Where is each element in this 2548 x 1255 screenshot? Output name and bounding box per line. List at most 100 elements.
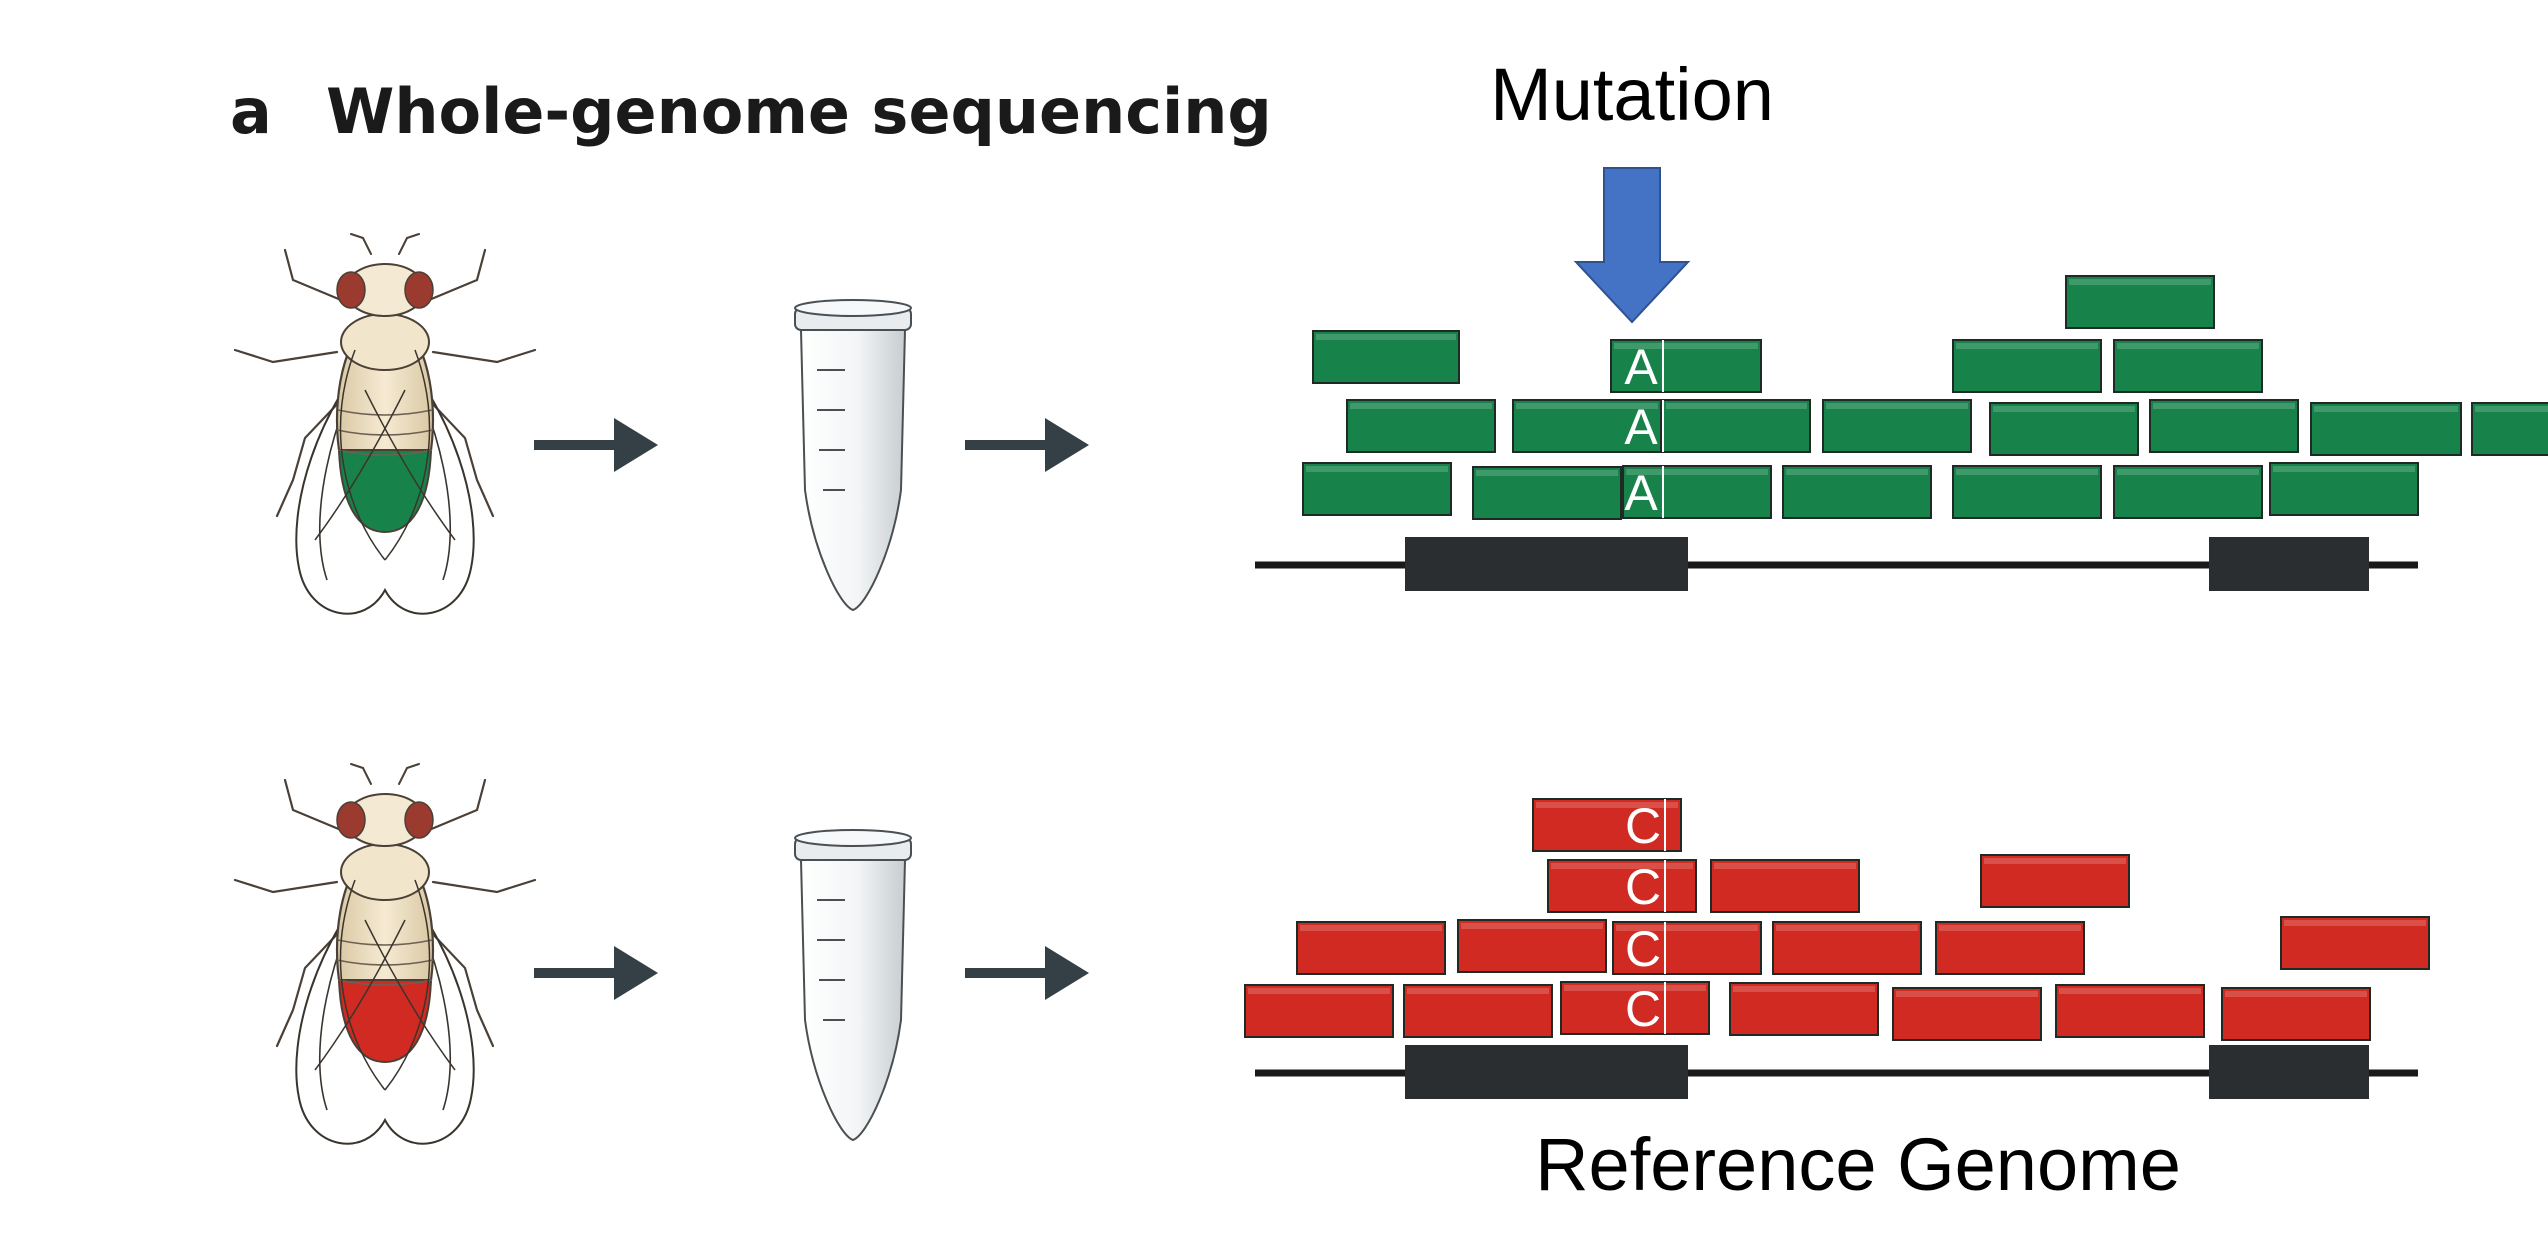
base-call-label: C: [1625, 921, 1661, 977]
sequencing-read: [2113, 339, 2263, 393]
sequencing-read: [1729, 982, 1879, 1036]
exon-block: [2209, 1045, 2369, 1099]
read-highlight: [1626, 469, 1768, 475]
sequencing-read: [2269, 462, 2419, 516]
read-highlight: [1476, 470, 1618, 476]
sequencing-read: [1935, 921, 2085, 975]
sequencing-read: [2471, 402, 2548, 456]
sequencing-read: [1547, 859, 1697, 913]
sequencing-read: [1980, 854, 2130, 908]
sequencing-read: [1989, 402, 2139, 456]
read-highlight: [2314, 406, 2458, 412]
arrow-tube-to-reads-reference-icon: [965, 946, 1089, 1000]
read-highlight: [1993, 406, 2135, 412]
sequencing-read: [2149, 399, 2299, 453]
base-call-label: A: [1624, 465, 1658, 521]
read-highlight: [1733, 986, 1875, 992]
sequencing-read: [2221, 987, 2371, 1041]
read-highlight: [2475, 406, 2548, 412]
read-highlight: [2153, 403, 2295, 409]
base-call-label: A: [1624, 339, 1658, 395]
exon-block: [1405, 537, 1688, 591]
sequencing-read: [2065, 275, 2215, 329]
base-call-label: A: [1624, 399, 1658, 455]
sequencing-read: [1403, 984, 1553, 1038]
read-highlight: [1306, 466, 1448, 472]
panel-title: Whole-genome sequencing: [326, 75, 1272, 148]
sequencing-read: [1952, 465, 2102, 519]
sequencing-read: [1622, 465, 1772, 519]
sequencing-read: [1346, 399, 1496, 453]
read-highlight: [1896, 991, 2038, 997]
sequencing-read: [1512, 399, 1662, 453]
read-highlight: [1939, 925, 2081, 931]
read-highlight: [1316, 334, 1456, 340]
read-highlight: [1616, 925, 1758, 931]
exon-block: [2209, 537, 2369, 591]
tube-reference-icon: [794, 829, 912, 1141]
read-highlight: [1956, 343, 2098, 349]
read-highlight: [1248, 988, 1390, 994]
fly-reference-icon: [233, 763, 537, 1145]
arrow-fly-to-tube-mutant-icon: [534, 418, 658, 472]
sequencing-read: [1457, 919, 1607, 973]
panel-header: a Whole-genome sequencing: [230, 75, 1272, 148]
sequencing-read: [2055, 984, 2205, 1038]
mutation-label: Mutation: [1490, 53, 1774, 136]
arrow-tube-to-reads-mutant-icon: [965, 418, 1089, 472]
read-highlight: [2117, 469, 2259, 475]
mutation-callout: Mutation: [1490, 53, 1774, 324]
read-highlight: [1714, 863, 1856, 869]
sequencing-read: [1244, 984, 1394, 1038]
sequencing-read: [1610, 339, 1762, 393]
sequencing-read: [1312, 330, 1460, 384]
sequencing-read: [1560, 981, 1710, 1035]
sequencing-read: [1612, 921, 1762, 975]
read-alignment-mutant: AAA: [1302, 275, 2548, 521]
panel-letter: a: [230, 75, 272, 148]
sample-row-mutant: AAA: [233, 233, 2548, 615]
read-highlight: [1956, 469, 2098, 475]
read-highlight: [1614, 343, 1758, 349]
read-highlight: [1984, 858, 2126, 864]
sequencing-read: [1710, 859, 1860, 913]
reference-genome-track-reference: [1255, 1045, 2418, 1099]
read-highlight: [2225, 991, 2367, 997]
read-highlight: [2284, 920, 2426, 926]
fly-mutant-icon: [233, 233, 537, 615]
sequencing-read: [2113, 465, 2263, 519]
read-highlight: [1776, 925, 1918, 931]
read-highlight: [1350, 403, 1492, 409]
base-call-label: C: [1625, 798, 1661, 854]
read-highlight: [2273, 466, 2415, 472]
read-highlight: [1826, 403, 1968, 409]
base-call-label: C: [1625, 981, 1661, 1037]
sequencing-read: [1472, 466, 1622, 520]
read-highlight: [1564, 985, 1706, 991]
read-highlight: [2069, 279, 2211, 285]
sequencing-read: [1772, 921, 1922, 975]
read-highlight: [1300, 925, 1442, 931]
read-highlight: [1516, 403, 1658, 409]
sequencing-read: [1296, 921, 1446, 975]
sequencing-read: [1782, 465, 1932, 519]
read-highlight: [1407, 988, 1549, 994]
mutation-arrow-icon: [1573, 167, 1691, 324]
reference-genome-label: Reference Genome: [1535, 1123, 2181, 1206]
read-highlight: [1461, 923, 1603, 929]
sequencing-read: [1532, 798, 1682, 852]
reference-genome-track-mutant: [1255, 537, 2418, 591]
read-highlight: [1786, 469, 1928, 475]
sequencing-read: [1952, 339, 2102, 393]
read-highlight: [1551, 863, 1693, 869]
base-call-label: C: [1625, 859, 1661, 915]
read-highlight: [1666, 403, 1807, 409]
tube-mutant-icon: [794, 299, 912, 611]
read-highlight: [1536, 802, 1678, 808]
read-highlight: [2117, 343, 2259, 349]
sequencing-read: [1302, 462, 1452, 516]
sequencing-read: [2310, 402, 2462, 456]
sequencing-read: [2280, 916, 2430, 970]
